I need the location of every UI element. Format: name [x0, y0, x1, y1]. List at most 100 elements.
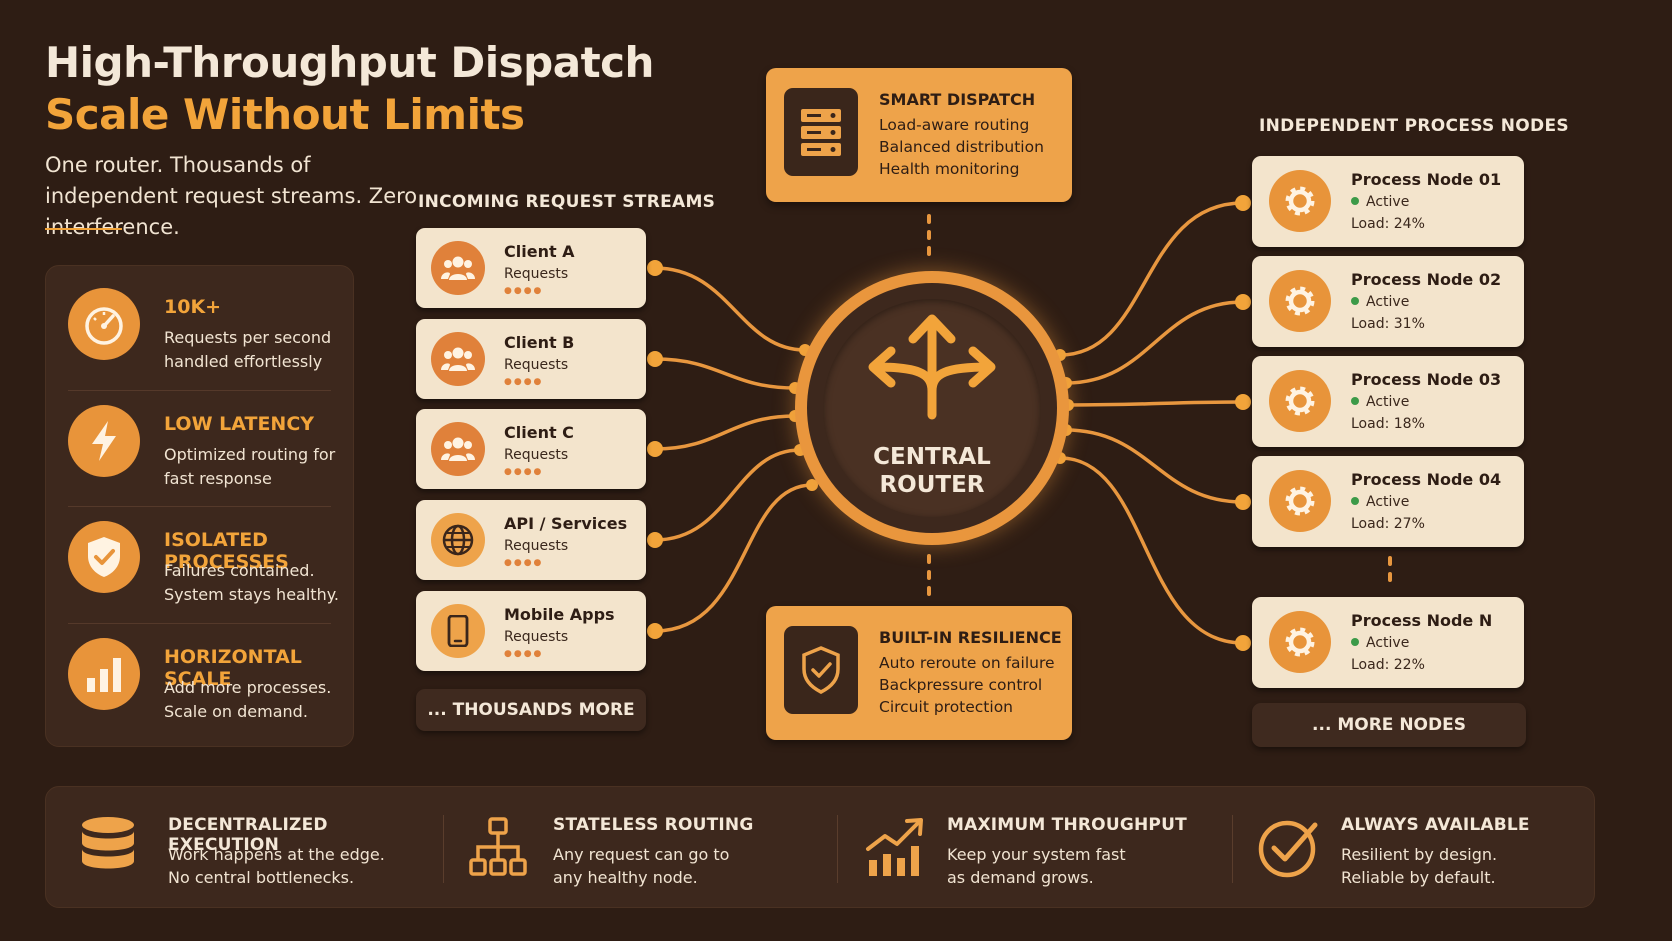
gear-icon	[1269, 470, 1331, 532]
shield-check-icon	[68, 521, 140, 593]
thousands-more-button[interactable]: ... THOUSANDS MORE	[416, 689, 646, 731]
client-name: API / Services	[504, 514, 628, 533]
activity-dots: ●●●●	[504, 649, 544, 659]
phone-icon	[431, 604, 485, 658]
check-circle-icon	[1257, 815, 1321, 879]
node-load: Load: 31%	[1351, 316, 1425, 332]
activity-dots: ●●●●	[504, 467, 544, 477]
dispatch-lines: Load-aware routing Balanced distribution…	[879, 114, 1044, 180]
router-label-line: CENTRAL	[873, 444, 991, 470]
stat-scale: HORIZONTAL SCALE Add more processes. Sca…	[46, 616, 353, 732]
dispatch-line: Health monitoring	[879, 160, 1020, 178]
resilience-line: Circuit protection	[879, 698, 1013, 716]
node-name: Process Node 03	[1351, 370, 1502, 389]
dispatch-line: Balanced distribution	[879, 138, 1044, 156]
features-bar: DECENTRALIZED EXECUTION Work happens at …	[45, 786, 1595, 908]
gear-icon	[1269, 270, 1331, 332]
users-icon	[431, 332, 485, 386]
divider	[68, 506, 331, 507]
lightning-icon	[68, 405, 140, 477]
connector-api	[654, 448, 801, 542]
divider	[443, 815, 444, 883]
feature-desc: Resilient by design.Reliable by default.	[1341, 843, 1497, 889]
client-subtitle: Requests	[504, 357, 569, 373]
client-subtitle: Requests	[504, 447, 569, 463]
node-status: Active	[1351, 635, 1409, 651]
process-node-02: Process Node 02 Active Load: 31%	[1252, 256, 1524, 347]
resilience-line: Auto reroute on failure	[879, 654, 1055, 672]
stats-panel: 10K+ Requests per second handled effortl…	[45, 265, 354, 747]
database-icon	[76, 815, 140, 879]
feature-desc-line: Resilient by design.	[1341, 845, 1498, 864]
node-name: Process Node 02	[1351, 270, 1502, 289]
stat-description: Failures contained. System stays healthy…	[164, 561, 339, 604]
more-nodes-button[interactable]: ... MORE NODES	[1252, 703, 1526, 747]
router-label: CENTRAL ROUTER	[795, 443, 1069, 499]
node-load: Load: 24%	[1351, 216, 1425, 232]
divider	[1232, 815, 1233, 883]
feature-heading: STATELESS ROUTING	[553, 815, 754, 835]
page-tagline: One router. Thousands of independent req…	[45, 153, 418, 239]
stat-heading: 10K+	[164, 296, 222, 318]
feature-desc-line: Keep your system fast	[947, 845, 1126, 864]
client-subtitle: Requests	[504, 629, 569, 645]
page-subtitle-accent: Scale Without Limits	[45, 90, 525, 139]
client-name: Mobile Apps	[504, 605, 615, 624]
trend-up-icon	[863, 815, 927, 879]
router-label-line: ROUTER	[879, 472, 985, 498]
stat-heading: ISOLATED PROCESSES	[164, 529, 289, 573]
server-icon	[784, 88, 858, 176]
connector-node-n	[1059, 456, 1244, 645]
connector-node-2	[1065, 300, 1244, 385]
feature-throughput: MAXIMUM THROUGHPUT Keep your system fast…	[825, 787, 1210, 907]
client-name: Client C	[504, 423, 574, 442]
stat-isolation: ISOLATED PROCESSES Failures contained. S…	[46, 499, 353, 615]
client-name: Client B	[504, 333, 575, 352]
stat-heading: HORIZONTAL SCALE	[164, 646, 302, 690]
shield-check-icon	[784, 626, 858, 714]
client-card-a: Client A Requests ●●●●	[416, 228, 646, 308]
node-name: Process Node 04	[1351, 470, 1502, 489]
title-underline	[45, 228, 122, 230]
node-status: Active	[1351, 194, 1409, 210]
smart-dispatch-box: SMART DISPATCH Load-aware routing Balanc…	[766, 68, 1072, 202]
incoming-streams-label: INCOMING REQUEST STREAMS	[418, 192, 716, 212]
node-status: Active	[1351, 494, 1409, 510]
page-title: High-Throughput Dispatch	[45, 38, 654, 87]
connector-client-c	[654, 414, 796, 451]
node-status: Active	[1351, 294, 1409, 310]
hierarchy-icon	[466, 815, 530, 879]
stat-throughput: 10K+ Requests per second handled effortl…	[46, 266, 353, 382]
dispatch-line: Load-aware routing	[879, 116, 1030, 134]
client-card-api: API / Services Requests ●●●●	[416, 500, 646, 580]
node-load: Load: 27%	[1351, 516, 1425, 532]
activity-dots: ●●●●	[504, 286, 544, 296]
process-node-01: Process Node 01 Active Load: 24%	[1252, 156, 1524, 247]
stat-description: Optimized routing for fast response	[164, 445, 336, 488]
process-nodes-label: INDEPENDENT PROCESS NODES	[1259, 116, 1569, 136]
stat-description: Requests per second handled effortlessly	[164, 328, 332, 371]
node-status: Active	[1351, 394, 1409, 410]
activity-dots: ●●●●	[504, 558, 544, 568]
gear-icon	[1269, 170, 1331, 232]
feature-heading: ALWAYS AVAILABLE	[1341, 815, 1530, 835]
client-name: Client A	[504, 242, 575, 261]
feature-desc: Work happens at the edge.No central bott…	[168, 843, 385, 889]
dispatch-heading: SMART DISPATCH	[879, 90, 1036, 109]
feature-heading: MAXIMUM THROUGHPUT	[947, 815, 1187, 835]
gear-icon	[1269, 370, 1331, 432]
bar-chart-icon	[68, 638, 140, 710]
resilience-box: BUILT-IN RESILIENCE Auto reroute on fail…	[766, 606, 1072, 740]
connector-mobile	[654, 483, 813, 633]
resilience-line: Backpressure control	[879, 676, 1043, 694]
feature-desc-line: Any request can go to	[553, 845, 730, 864]
client-card-c: Client C Requests ●●●●	[416, 409, 646, 489]
users-icon	[431, 241, 485, 295]
globe-icon	[431, 513, 485, 567]
feature-heading: DECENTRALIZED EXECUTION	[168, 815, 328, 855]
stat-description: Add more processes. Scale on demand.	[164, 678, 332, 721]
